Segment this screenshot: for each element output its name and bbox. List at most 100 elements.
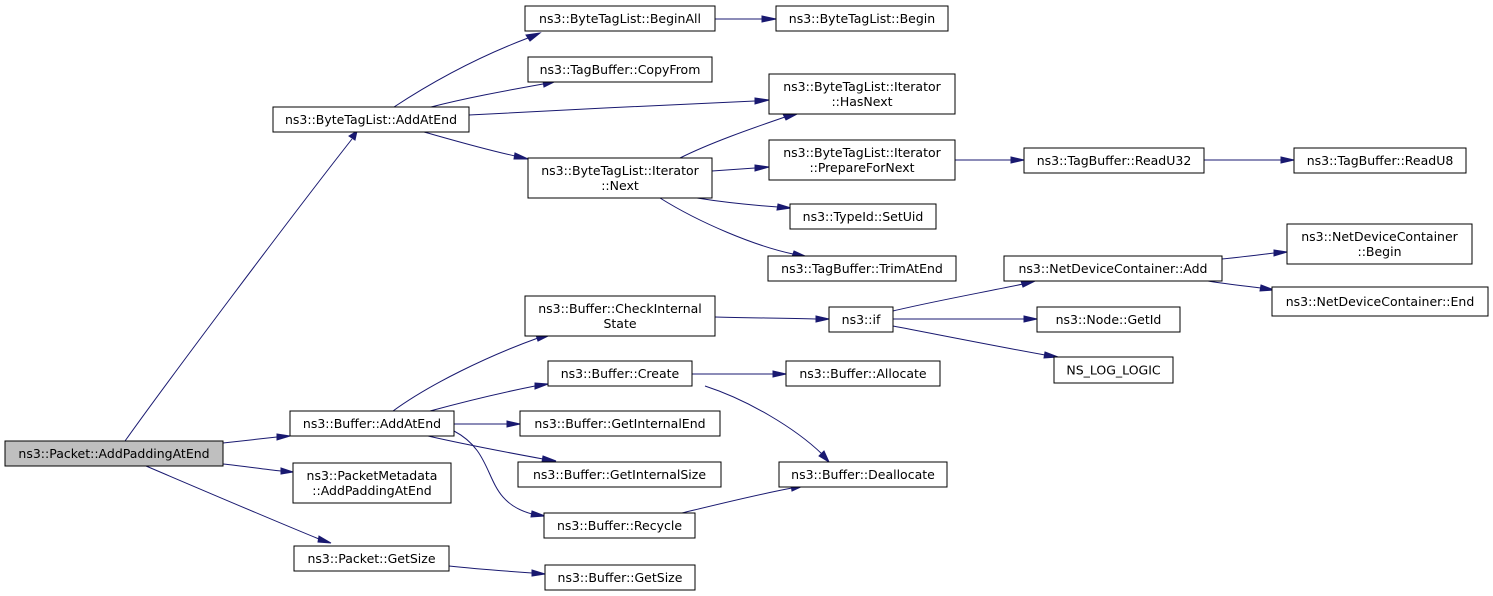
edge-line xyxy=(124,138,353,442)
node-packet-getsize[interactable]: ns3::Packet::GetSize xyxy=(293,545,450,572)
node-box xyxy=(785,360,941,387)
node-node-getid[interactable]: ns3::Node::GetId xyxy=(1036,306,1181,333)
edge-arrowhead xyxy=(513,152,529,160)
edge-arrowhead xyxy=(818,450,831,464)
node-box xyxy=(289,410,455,437)
node-buffer-getinternalsize[interactable]: ns3::Buffer::GetInternalSize xyxy=(517,461,722,488)
call-graph-nodes: ns3::Packet::AddPaddingAtEnd ns3::ByteTag… xyxy=(4,5,1489,591)
node-box xyxy=(524,5,716,32)
node-label: ns3::ByteTagList::BeginAll xyxy=(539,11,701,26)
node-buffer-create[interactable]: ns3::Buffer::Create xyxy=(547,360,693,387)
edge-line xyxy=(468,100,756,116)
node-packetmetadata-addpaddingatend[interactable]: ns3::PacketMetadata::AddPaddingAtEnd xyxy=(292,462,452,504)
node-label: ns3::NetDeviceContainer xyxy=(1301,229,1458,244)
node-tagbuffer-trimatend[interactable]: ns3::TagBuffer::TrimAtEnd xyxy=(767,255,957,282)
edge-line xyxy=(659,197,794,255)
node-label: ns3::ByteTagList::Iterator xyxy=(783,79,941,94)
edge-arrowhead xyxy=(317,535,332,544)
edge-packet_addpaddingatend-to-packetmetadata_addpaddingatend xyxy=(222,463,294,475)
node-iterator-preparefornext[interactable]: ns3::ByteTagList::Iterator::PrepareForNe… xyxy=(768,139,956,181)
node-buffer-deallocate[interactable]: ns3::Buffer::Deallocate xyxy=(778,461,948,488)
node-label: ns3::Buffer::Create xyxy=(561,366,680,381)
edge-buffer_create-to-buffer_allocate xyxy=(691,370,787,378)
node-buffer-allocate[interactable]: ns3::Buffer::Allocate xyxy=(785,360,941,387)
node-tagbuffer-copyfrom[interactable]: ns3::TagBuffer::CopyFrom xyxy=(527,56,713,83)
edge-arrowhead xyxy=(1010,156,1025,164)
node-box xyxy=(292,462,452,504)
node-label: ns3::ByteTagList::Iterator xyxy=(541,163,699,178)
node-bytetaglist-begin[interactable]: ns3::ByteTagList::Begin xyxy=(775,5,949,32)
node-box xyxy=(293,545,450,572)
edge-line xyxy=(453,430,533,515)
edge-arrowhead xyxy=(276,433,291,441)
node-tagbuffer-readu8[interactable]: ns3::TagBuffer::ReadU8 xyxy=(1293,147,1467,174)
edge-line xyxy=(222,463,282,472)
node-packet-addpaddingatend[interactable]: ns3::Packet::AddPaddingAtEnd xyxy=(4,440,224,467)
node-label: ns3::Buffer::CheckInternal xyxy=(538,301,702,316)
node-buffer-getsize[interactable]: ns3::Buffer::GetSize xyxy=(544,564,696,591)
node-label: ns3::Packet::AddPaddingAtEnd xyxy=(18,446,209,461)
node-label: ns3::TagBuffer::ReadU8 xyxy=(1307,153,1454,168)
node-iterator-hasnext[interactable]: ns3::ByteTagList::Iterator::HasNext xyxy=(768,73,956,115)
node-bytetaglist-addatend[interactable]: ns3::ByteTagList::AddAtEnd xyxy=(272,106,470,133)
node-bytetaglist-beginall[interactable]: ns3::ByteTagList::BeginAll xyxy=(524,5,716,32)
node-box xyxy=(519,410,721,437)
node-box xyxy=(775,5,949,32)
edge-buffer_addatend-to-buffer_getinternalsize xyxy=(427,435,557,463)
edge-arrowhead xyxy=(534,382,549,390)
node-box xyxy=(778,461,948,488)
node-netdevicecontainer-end[interactable]: ns3::NetDeviceContainer::End xyxy=(1271,286,1489,317)
node-ns-log-logic[interactable]: NS_LOG_LOGIC xyxy=(1053,356,1174,384)
node-box xyxy=(1271,286,1489,317)
edge-arrowhead xyxy=(754,164,770,172)
node-box xyxy=(1003,255,1223,282)
edge-packet_getsize-to-buffer_getsize xyxy=(448,565,546,577)
edge-bytetaglist_addatend-to-tagbuffer_copyfrom xyxy=(430,80,557,108)
node-typeid-setuid[interactable]: ns3::TypeId::SetUid xyxy=(789,203,937,230)
node-buffer-getinternalend[interactable]: ns3::Buffer::GetInternalEnd xyxy=(519,410,721,437)
edge-line xyxy=(696,197,779,208)
node-tagbuffer-readu32[interactable]: ns3::TagBuffer::ReadU32 xyxy=(1023,147,1205,174)
node-box xyxy=(1023,147,1205,174)
edge-line xyxy=(448,565,533,574)
edge-tagbuffer_readu32-to-tagbuffer_readu8 xyxy=(1203,156,1295,164)
node-box xyxy=(789,203,937,230)
call-graph-edges xyxy=(124,15,1295,577)
edge-line xyxy=(430,83,544,108)
node-netdevicecontainer-add[interactable]: ns3::NetDeviceContainer::Add xyxy=(1003,255,1223,282)
edge-ns3_if-to-node_getid xyxy=(892,315,1038,323)
node-netdevicecontainer-begin[interactable]: ns3::NetDeviceContainer::Begin xyxy=(1286,223,1473,265)
edge-line xyxy=(711,167,756,172)
edge-arrowhead xyxy=(1280,156,1295,164)
node-iterator-next[interactable]: ns3::ByteTagList::Iterator::Next xyxy=(527,157,713,199)
edge-arrowhead xyxy=(1259,284,1275,292)
node-label: ns3::ByteTagList::AddAtEnd xyxy=(285,112,457,127)
node-buffer-recycle[interactable]: ns3::Buffer::Recycle xyxy=(543,512,696,539)
edge-bytetaglist_addatend-to-iterator_next xyxy=(423,131,529,160)
node-label: ns3::TagBuffer::TrimAtEnd xyxy=(781,261,943,276)
edge-arrowhead xyxy=(772,370,787,378)
edge-ns3_if-to-ns_log_logic xyxy=(892,325,1059,359)
edge-arrowhead xyxy=(782,113,798,121)
edge-line xyxy=(393,37,529,108)
edge-line xyxy=(704,385,823,455)
edge-arrowhead xyxy=(761,15,777,23)
node-buffer-addatend[interactable]: ns3::Buffer::AddAtEnd xyxy=(289,410,455,437)
edge-line xyxy=(681,487,793,514)
node-box xyxy=(1053,356,1174,384)
edge-line xyxy=(1221,252,1275,260)
node-box xyxy=(527,56,713,83)
node-box xyxy=(4,440,224,467)
node-box xyxy=(543,512,696,539)
edge-arrowhead xyxy=(1273,249,1288,257)
edge-arrowhead xyxy=(506,420,521,428)
edge-bytetaglist_addatend-to-iterator_hasnext xyxy=(468,97,770,116)
node-label: ns3::PacketMetadata xyxy=(307,468,438,483)
edge-line xyxy=(679,116,786,159)
node-ns3-if[interactable]: ns3::if xyxy=(828,306,894,333)
node-label: ns3::ByteTagList::Begin xyxy=(789,11,935,26)
edge-iterator_next-to-iterator_hasnext xyxy=(679,113,798,159)
node-label: ns3::Buffer::GetInternalEnd xyxy=(534,416,705,431)
